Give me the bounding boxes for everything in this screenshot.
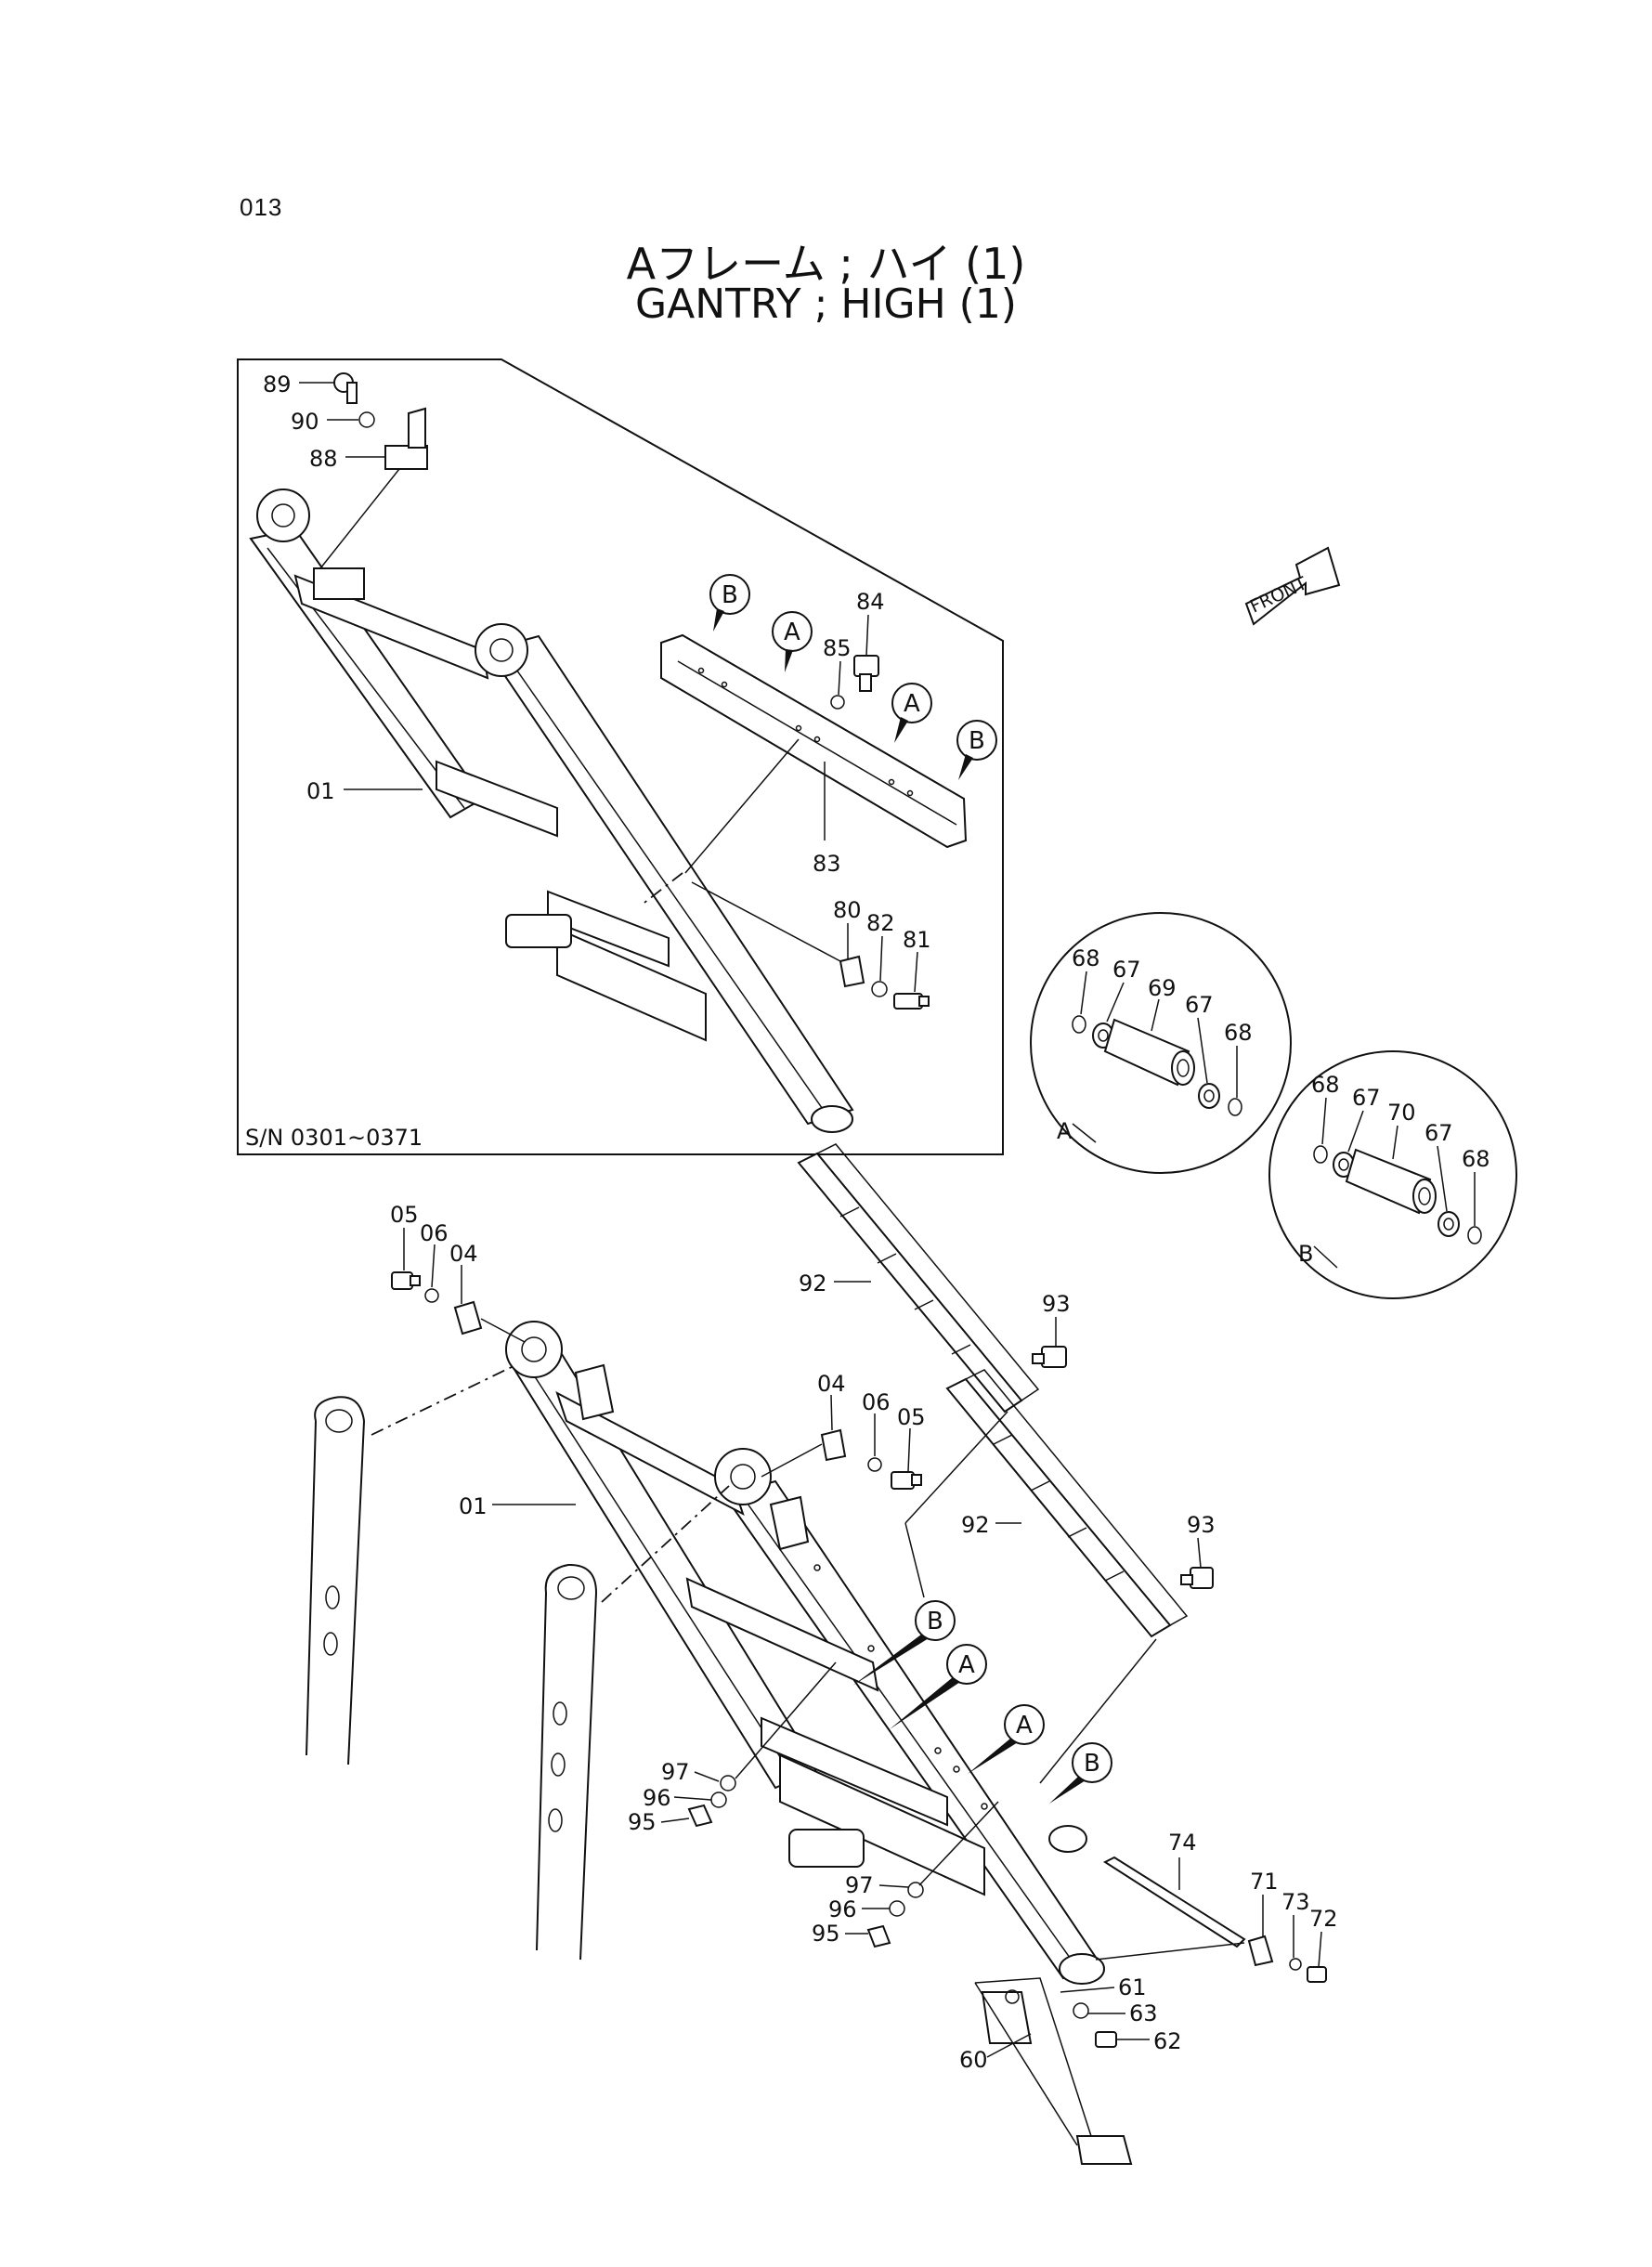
- label-01-inset: 01: [306, 778, 335, 804]
- label-05-top-left: 05: [390, 1202, 419, 1228]
- label-95-left: 95: [628, 1809, 657, 1835]
- main-gantry: [505, 1143, 1189, 1985]
- label-06-top-left: 06: [420, 1220, 449, 1246]
- svg-text:A: A: [784, 619, 800, 646]
- label-92-lower: 92: [961, 1512, 990, 1538]
- inset-labels: 89 90 88 01 84 85 83 80 82 81: [263, 371, 931, 953]
- detail-b: B 68 67 70 67 68: [1268, 1050, 1517, 1299]
- callout-a-inset-1: A: [772, 611, 813, 672]
- detail-a-label-68-right: 68: [1224, 1020, 1253, 1046]
- serial-range: S/N 0301~0371: [245, 1125, 423, 1151]
- main-parts: [391, 1228, 1327, 2165]
- svg-text:B: B: [969, 727, 985, 755]
- callout-a-main-1: A: [890, 1644, 987, 1729]
- label-80: 80: [833, 897, 862, 923]
- label-73: 73: [1281, 1889, 1310, 1915]
- label-04-middle: 04: [817, 1371, 846, 1397]
- label-92-upper: 92: [799, 1270, 827, 1296]
- tie-rods: [306, 1364, 730, 1961]
- label-96-left: 96: [643, 1785, 671, 1811]
- front-arrow: FRONT: [1244, 546, 1341, 626]
- detail-b-label-68-left: 68: [1311, 1072, 1340, 1098]
- svg-text:A: A: [904, 690, 920, 718]
- label-85: 85: [823, 635, 852, 661]
- detail-a-label-67-right: 67: [1185, 992, 1214, 1018]
- label-81: 81: [903, 927, 931, 953]
- callout-b-inset-2: B: [956, 720, 997, 780]
- label-74: 74: [1168, 1830, 1197, 1856]
- detail-b-label-68-right: 68: [1462, 1146, 1490, 1172]
- page-number: 013: [240, 193, 283, 221]
- title-english: GANTRY ; HIGH (1): [635, 280, 1017, 328]
- label-97-right: 97: [845, 1872, 874, 1898]
- label-90: 90: [291, 409, 319, 435]
- detail-b-name: B: [1298, 1241, 1313, 1267]
- label-63: 63: [1129, 2000, 1158, 2026]
- label-61: 61: [1118, 1974, 1147, 2000]
- label-62: 62: [1153, 2028, 1182, 2054]
- callout-a-inset-2: A: [891, 683, 932, 743]
- label-60: 60: [959, 2047, 988, 2073]
- callout-b-inset-1: B: [709, 574, 750, 632]
- svg-text:B: B: [927, 1608, 943, 1635]
- label-95-right: 95: [812, 1921, 840, 1947]
- inset-gantry: [249, 468, 854, 1133]
- label-93-upper: 93: [1042, 1291, 1071, 1317]
- svg-text:B: B: [722, 581, 738, 609]
- detail-b-label-70: 70: [1387, 1100, 1416, 1126]
- label-84: 84: [856, 589, 885, 615]
- label-71: 71: [1250, 1869, 1279, 1895]
- detail-a-label-67-left: 67: [1112, 957, 1141, 983]
- main-labels: 05 06 04 92 93 04 06 05 01 92 93 97 96 9…: [390, 1202, 1338, 2073]
- label-96-right: 96: [828, 1896, 857, 1922]
- label-83: 83: [813, 851, 841, 877]
- label-82: 82: [866, 910, 895, 936]
- front-label: FRONT: [1247, 573, 1310, 618]
- svg-text:A: A: [1016, 1712, 1033, 1739]
- label-72: 72: [1309, 1906, 1338, 1932]
- callout-b-main-1: B: [852, 1600, 956, 1686]
- detail-b-label-67-right: 67: [1424, 1120, 1453, 1146]
- inset-parts: [299, 372, 968, 1010]
- detail-a: A 68 67 69 67 68: [1030, 912, 1292, 1174]
- label-89: 89: [263, 371, 292, 397]
- svg-text:A: A: [958, 1651, 975, 1679]
- callout-a-main-2: A: [968, 1704, 1045, 1774]
- inset-callouts: B A A B: [709, 574, 997, 780]
- label-06-middle: 06: [862, 1389, 891, 1415]
- main-callouts: B A A B: [852, 1600, 1112, 1804]
- detail-a-label-69: 69: [1148, 975, 1177, 1001]
- svg-text:B: B: [1084, 1750, 1100, 1778]
- label-93-lower: 93: [1187, 1512, 1216, 1538]
- title-japanese: Aフレーム ; ハイ (1): [626, 239, 1026, 289]
- inset-frame: S/N 0301~0371: [237, 358, 1004, 1155]
- callout-b-main-2: B: [1049, 1742, 1112, 1804]
- label-01-main: 01: [459, 1493, 488, 1519]
- label-88: 88: [309, 446, 338, 472]
- label-04-top-left: 04: [449, 1241, 478, 1267]
- label-97-left: 97: [661, 1759, 690, 1785]
- detail-a-label-68-left: 68: [1072, 945, 1100, 971]
- detail-b-label-67-left: 67: [1352, 1085, 1381, 1111]
- detail-a-name: A: [1057, 1118, 1073, 1144]
- label-05-middle: 05: [897, 1404, 926, 1430]
